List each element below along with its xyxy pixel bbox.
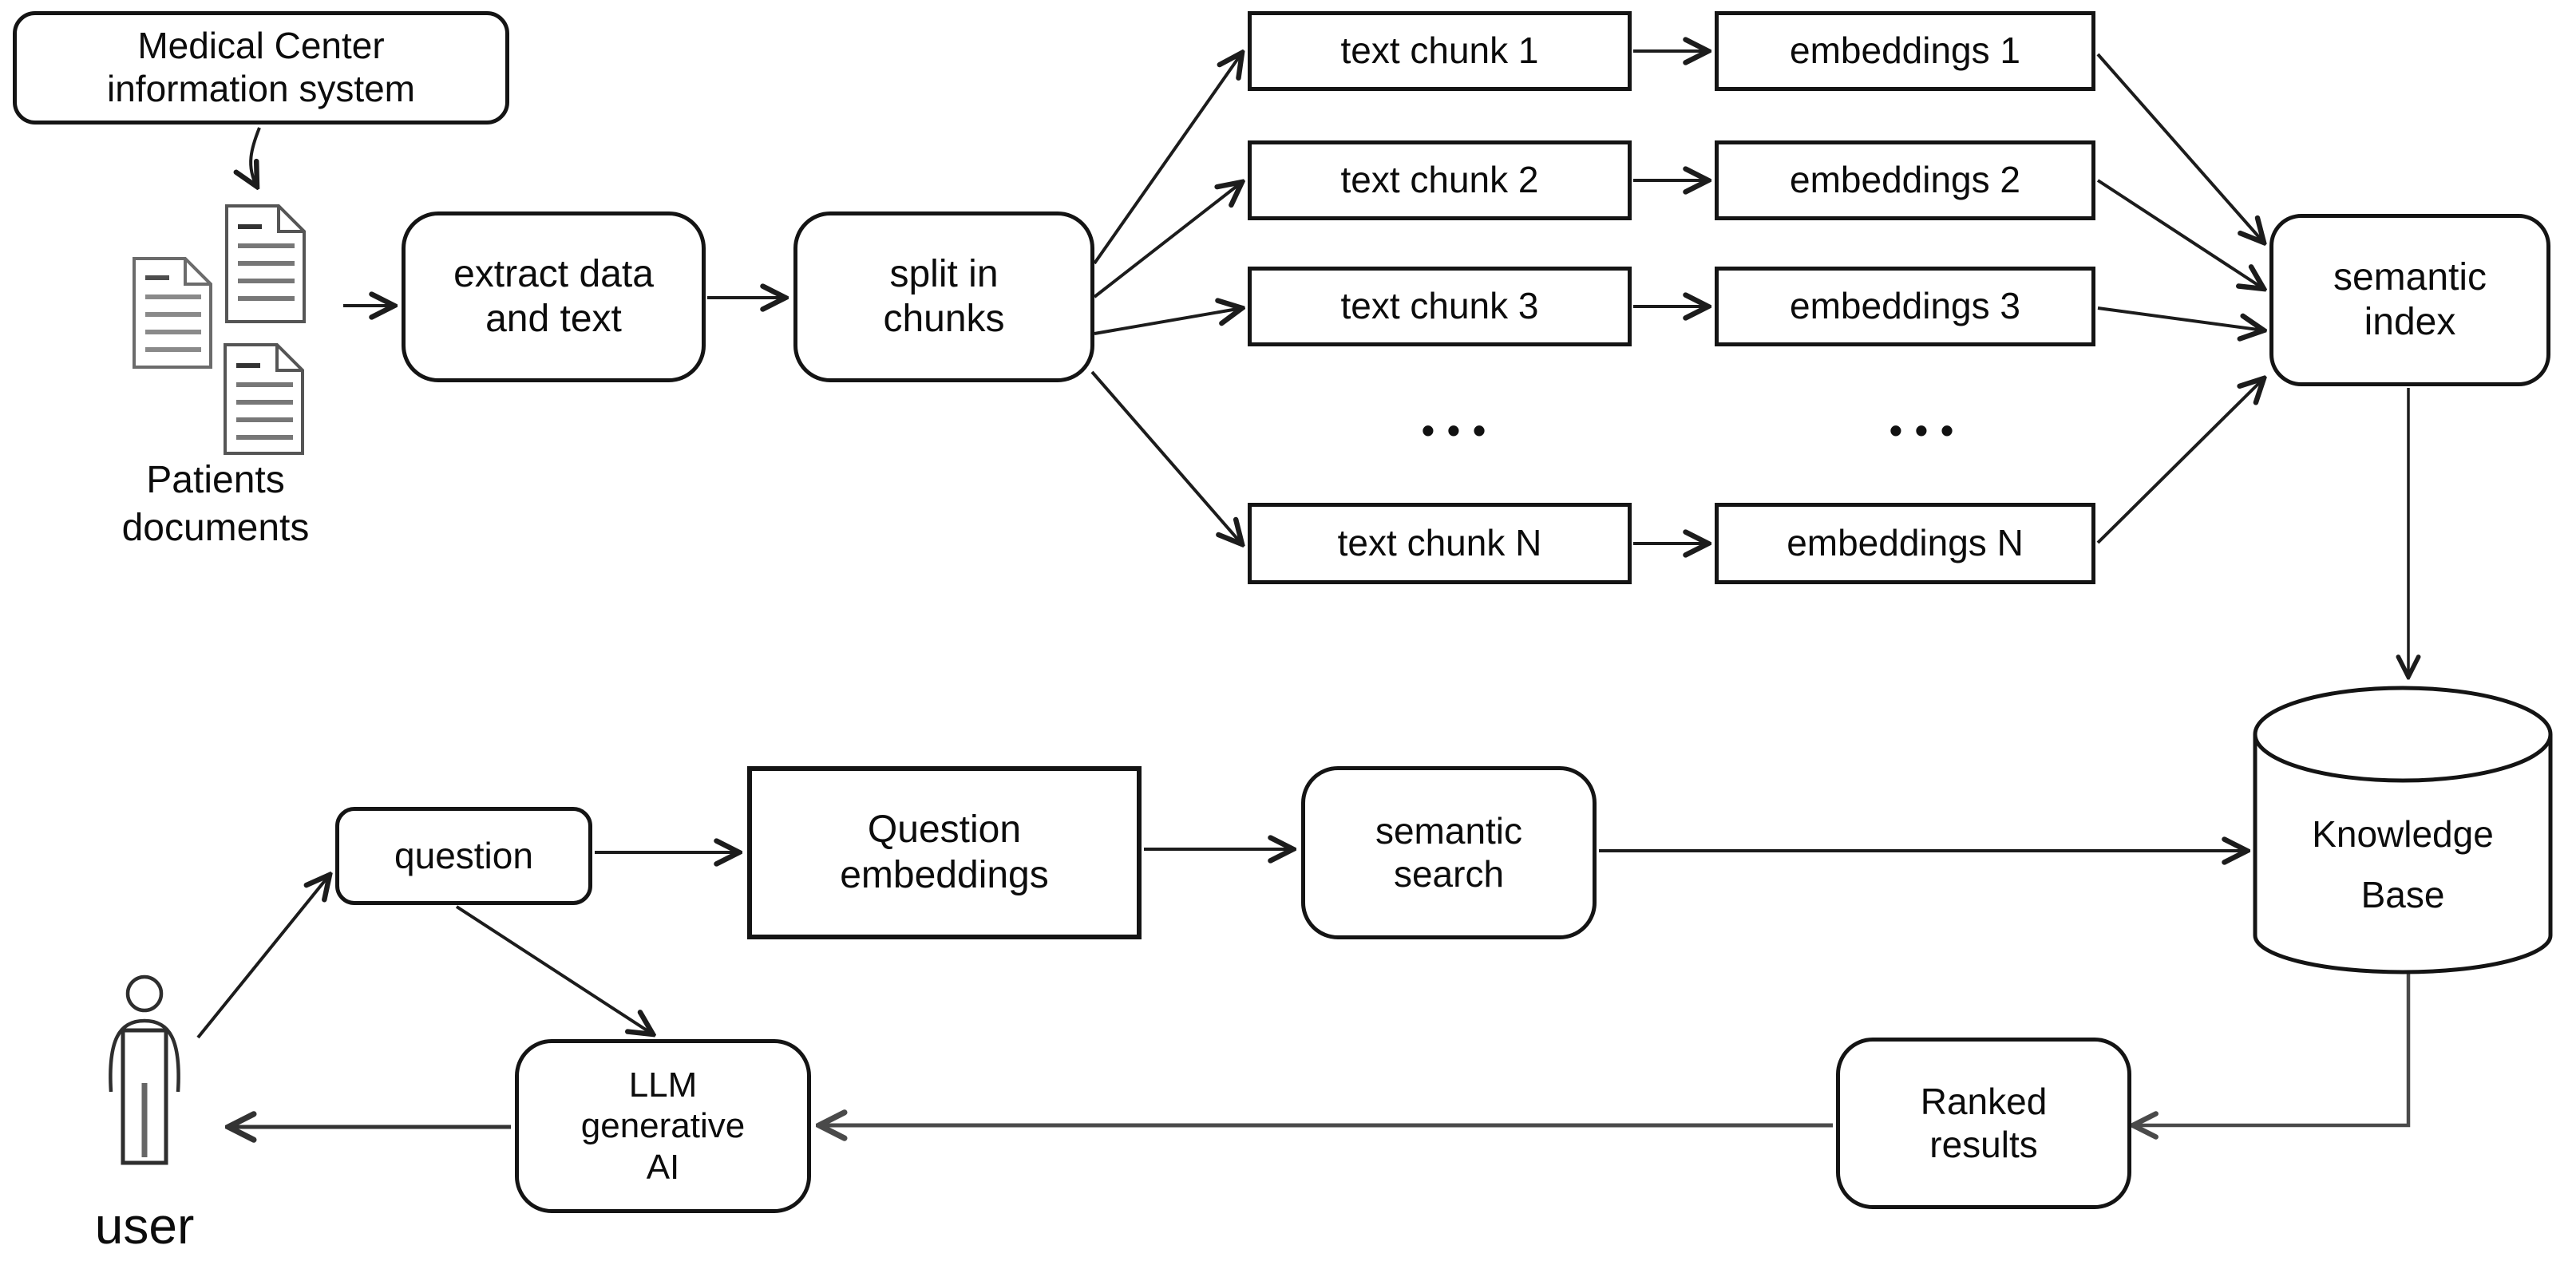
ellipsis-embeddings: ••• [1889,409,1967,451]
arrow-question-to-llm [455,905,653,1034]
ellipsis-chunks: ••• [1421,409,1499,451]
arrow-split-to-chunk-1 [1093,53,1242,265]
node-text-chunk-n: text chunk N [1248,503,1632,584]
arrow-embeddings-2-to-semantic-index [2096,179,2264,289]
node-text-chunk-1: text chunk 1 [1248,11,1632,91]
arrow-split-to-chunk-2 [1093,182,1242,298]
database-cylinder-icon [2253,686,2553,974]
arrow-user-to-question [196,875,330,1039]
node-text-chunk-2: text chunk 2 [1248,140,1632,220]
node-embeddings-3: embeddings 3 [1715,267,2095,346]
patients-documents-label: Patients documents [121,459,310,549]
arrow-embeddings-1-to-semantic-index [2096,53,2264,243]
node-text-chunk-3: text chunk 3 [1248,267,1632,346]
node-embeddings-n: embeddings N [1715,503,2095,584]
patients-documents-icon [133,204,306,455]
node-ranked-results: Ranked results [1836,1038,2131,1209]
node-embeddings-2: embeddings 2 [1715,140,2095,220]
user-label: user [94,1197,195,1255]
node-semantic-search: semantic search [1301,766,1597,939]
document-icon [225,204,306,323]
arrow-medical-center-to-documents [251,127,261,187]
node-question: question [335,807,592,905]
arrow-split-to-chunk-3 [1094,308,1242,335]
arrow-knowledge-base-to-ranked-results [2133,974,2411,1125]
node-semantic-index: semantic index [2269,214,2550,386]
arrow-embeddings-n-to-semantic-index [2096,378,2264,544]
node-extract-data-and-text: extract data and text [402,211,706,382]
node-medical-center-information-system: Medical Center information system [13,11,509,125]
arrow-embeddings-3-to-semantic-index [2097,306,2264,330]
arrow-split-to-chunk-n [1090,370,1242,544]
node-embeddings-1: embeddings 1 [1715,11,2095,91]
knowledge-base-label: Knowledge Base [2312,813,2494,915]
node-split-in-chunks: split in chunks [793,211,1094,382]
user-icon [109,974,180,1165]
node-llm-generative-ai: LLM generative AI [515,1039,811,1213]
node-question-embeddings: Question embeddings [747,766,1142,939]
document-icon [133,257,212,369]
document-icon [224,343,304,455]
